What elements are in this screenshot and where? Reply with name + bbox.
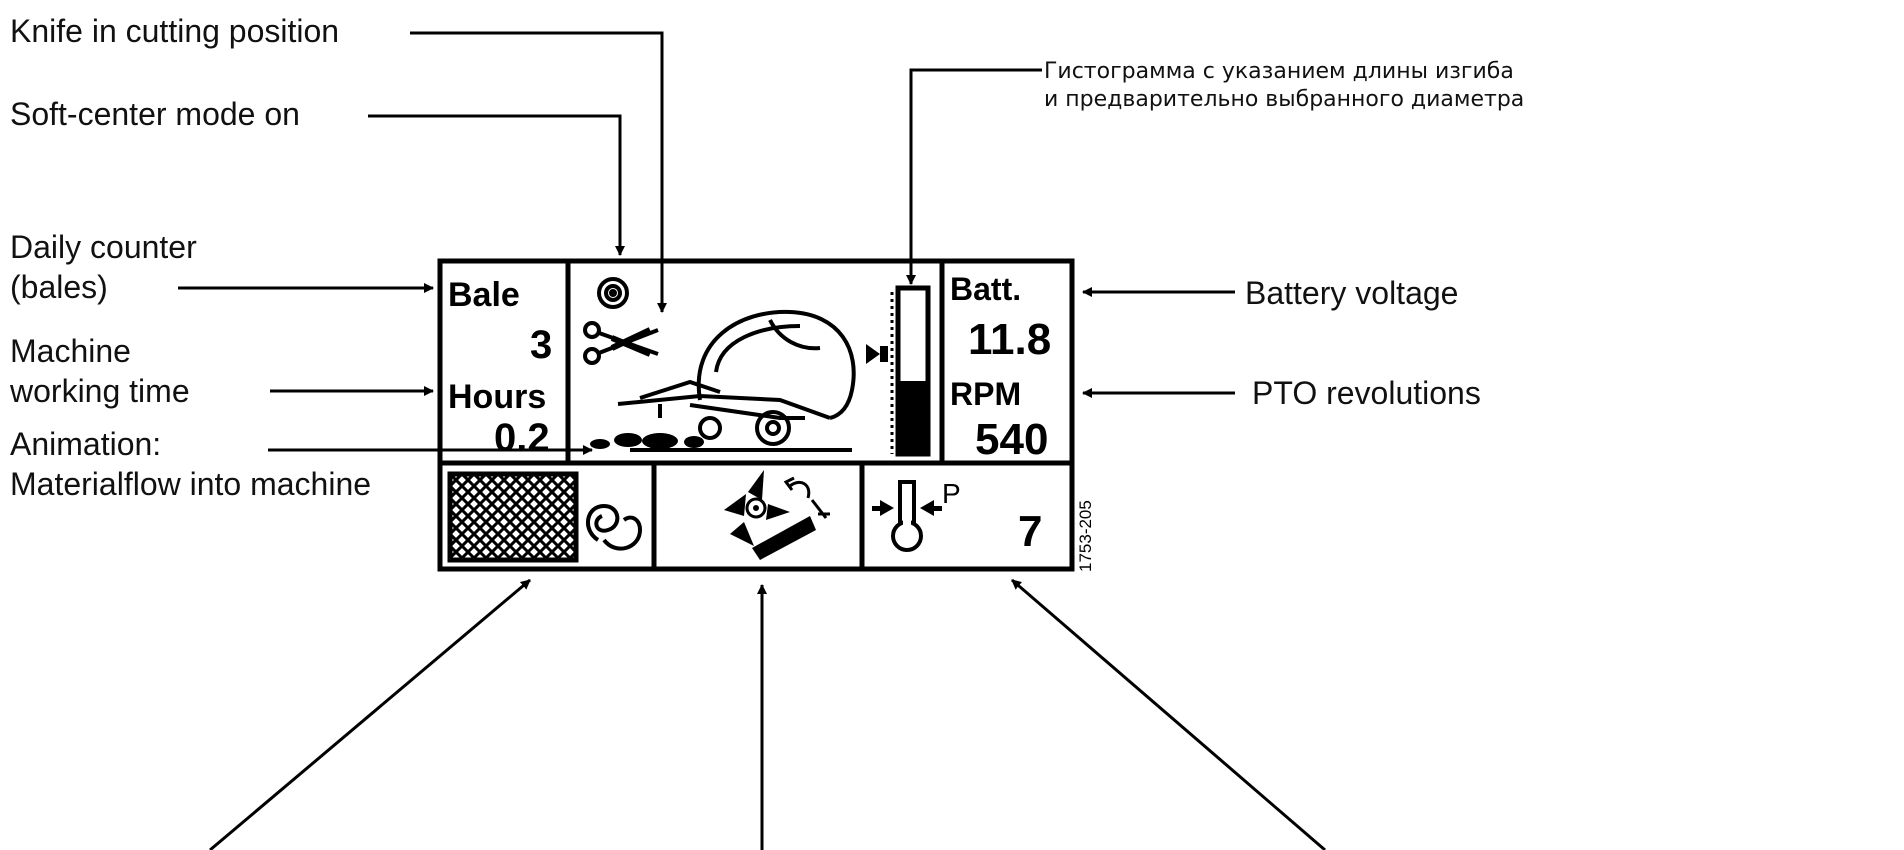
label-knife: Knife in cutting position bbox=[10, 13, 340, 49]
label-pto: PTO revolutions bbox=[1252, 375, 1481, 411]
soft-center-leader bbox=[368, 114, 625, 256]
label-animation-2: Materialflow into machine bbox=[10, 466, 372, 502]
label-battery: Battery voltage bbox=[1245, 275, 1459, 311]
diameter-bargraph bbox=[866, 285, 931, 457]
bargraph-leader bbox=[906, 68, 1042, 285]
knife-leader bbox=[410, 31, 667, 313]
pressure-icon bbox=[872, 480, 942, 552]
figure-code: 1753-205 bbox=[1076, 500, 1095, 572]
label-daily-counter-2: (bales) bbox=[10, 269, 108, 305]
label-bargraph-1: Гистограмма с указанием длины изгиба bbox=[1044, 59, 1514, 84]
material-flow bbox=[590, 433, 704, 449]
translation-overlay bbox=[1262, 74, 1904, 146]
rpm-label: RPM bbox=[950, 376, 1022, 412]
label-animation-1: Animation: bbox=[10, 426, 162, 462]
label-daily-counter-1: Daily counter bbox=[10, 229, 197, 265]
pressure-leader bbox=[1011, 578, 1326, 850]
bale-counter-value: 3 bbox=[530, 323, 553, 367]
pressure-label: P bbox=[942, 478, 961, 509]
display-frame bbox=[437, 258, 1075, 572]
battery-label: Batt. bbox=[950, 271, 1022, 307]
baler-machine-icon bbox=[617, 309, 856, 452]
net-roll-icon bbox=[586, 503, 643, 551]
pressure-value: 7 bbox=[1018, 507, 1043, 556]
battery-value: 11.8 bbox=[968, 315, 1052, 364]
label-bargraph-2: и предварительно выбранного диаметра bbox=[1044, 87, 1525, 112]
bale-label: Bale bbox=[448, 276, 520, 314]
soft-center-icon bbox=[597, 277, 629, 309]
rpm-value: 540 bbox=[975, 415, 1049, 464]
hours-value: 0.2 bbox=[494, 416, 550, 460]
hours-label: Hours bbox=[448, 378, 547, 416]
net-wrap-icon bbox=[447, 471, 579, 563]
callout-lines bbox=[178, 31, 1326, 850]
net-leader bbox=[209, 578, 531, 850]
label-machine-time-1: Machine bbox=[10, 333, 131, 369]
label-machine-time-2: working time bbox=[10, 373, 190, 409]
label-soft-center: Soft-center mode on bbox=[10, 96, 300, 132]
rotor-icon bbox=[724, 470, 830, 560]
knife-icon bbox=[583, 321, 659, 365]
